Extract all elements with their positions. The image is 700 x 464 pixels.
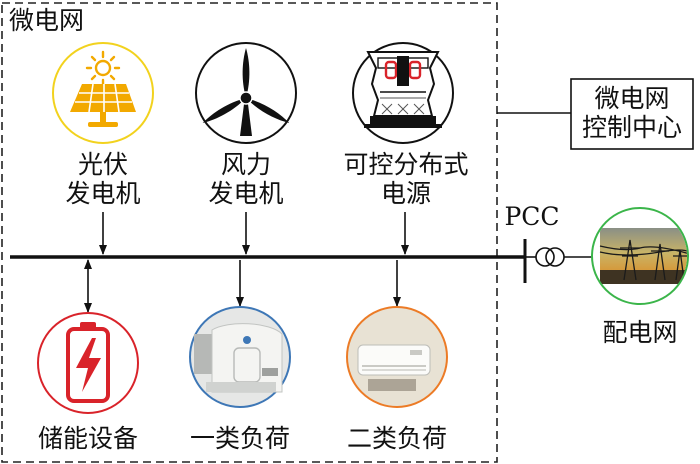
transformer-icon [535,247,565,267]
air-conditioner-icon [357,344,431,391]
grid-node [591,207,689,305]
distributed-generator-icon [364,51,442,128]
load1-node [189,306,291,408]
load2-node [346,306,448,408]
battery-icon [66,322,110,403]
pv-generator-node [52,42,154,144]
distributed-generator-node [352,42,454,144]
controller-box [570,78,694,150]
wind-turbine-icon [202,48,290,136]
microgrid-boundary [1,2,498,463]
transmission-tower-icon [599,228,687,284]
solar-panel-icon [70,50,136,127]
storage-node [37,312,139,414]
server-cabinet-icon [194,323,283,393]
wind-generator-node [195,42,297,144]
